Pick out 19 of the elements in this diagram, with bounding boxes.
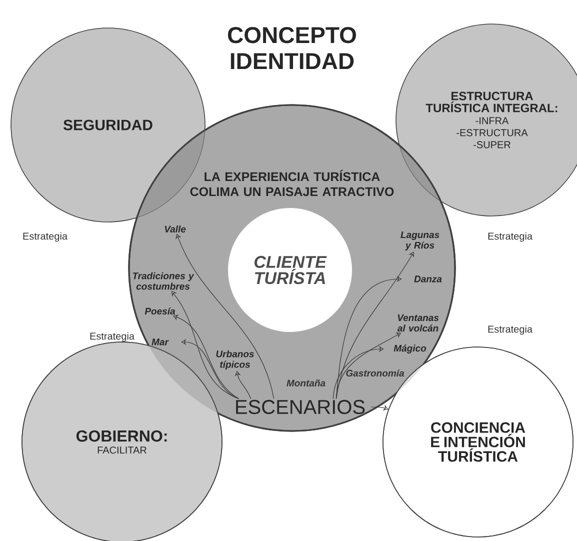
arrow (176, 234, 274, 400)
scene-label: Mar (152, 338, 169, 346)
scene-label: Poesía (144, 307, 176, 315)
arrow (332, 346, 384, 400)
strategy-label: Estrategia (23, 232, 68, 242)
arrow (336, 252, 414, 400)
scene-heading: ESCENARIOS (236, 400, 365, 414)
title: CONCEPTO IDENTIDAD (228, 26, 356, 70)
scene-label: Montaña (286, 380, 326, 386)
strategy-label: Estrategia (488, 232, 533, 242)
scene-label: Danza (414, 276, 442, 282)
scene-label: Ventanas al volcán (397, 314, 439, 332)
arrow (173, 314, 240, 400)
scene-label: Valle (164, 226, 186, 232)
scene-label: Tradiciones y costumbres (132, 272, 194, 290)
scene-label: Lagunas y Ríos (400, 232, 440, 250)
scene-label: Mágico (394, 344, 426, 354)
arrow (336, 276, 402, 400)
strategy-label: Estrategia (488, 325, 533, 335)
